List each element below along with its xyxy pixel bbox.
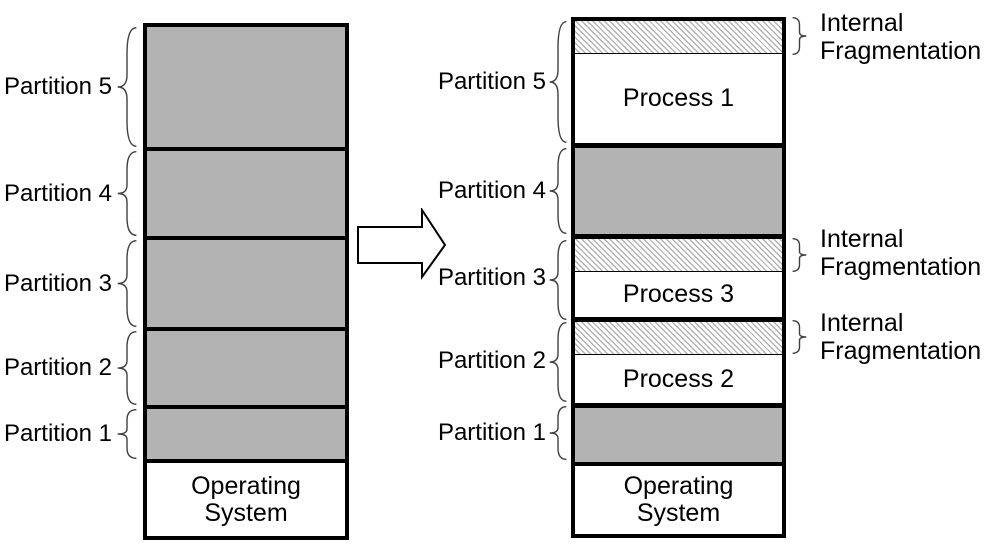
curly-brace-icon	[117, 240, 137, 327]
block-arrow-right-icon	[357, 208, 447, 280]
curly-brace-icon	[549, 406, 567, 460]
os-label: Operating System	[623, 472, 734, 527]
internal-fragmentation-label-3: Internal Fragmentation	[820, 309, 982, 365]
curly-brace-icon	[792, 238, 807, 272]
partition-4-region-after	[575, 143, 782, 234]
partition-3-fragmentation-hatch	[575, 234, 782, 272]
partition-1-region-after	[575, 403, 782, 462]
process-3-region: Process 3	[575, 272, 782, 317]
process-2-label: Process 2	[622, 364, 735, 393]
os-region-after: Operating System	[575, 462, 782, 534]
os-region-before: Operating System	[147, 459, 345, 536]
os-label: Operating System	[191, 471, 301, 527]
process-3-label: Process 3	[622, 280, 735, 308]
curly-brace-icon	[117, 151, 137, 236]
right-partition-3-label: Partition 3	[437, 264, 546, 291]
curly-brace-icon	[117, 331, 137, 405]
curly-brace-icon	[549, 322, 567, 402]
curly-brace-icon	[117, 27, 137, 147]
process-2-region: Process 2	[575, 355, 782, 403]
partition-2-fragmentation-hatch	[575, 317, 782, 355]
left-partition-1-label: Partition 1	[3, 420, 112, 447]
partition-5-fragmentation-hatch	[575, 21, 782, 54]
left-partition-3-label: Partition 3	[3, 270, 112, 297]
curly-brace-icon	[792, 17, 807, 55]
left-partition-5-label: Partition 5	[3, 73, 112, 100]
partition-4-region-before	[147, 147, 345, 236]
curly-brace-icon	[792, 320, 807, 354]
internal-fragmentation-label-2: Internal Fragmentation	[820, 225, 982, 281]
partition-1-region-before	[147, 405, 345, 459]
internal-fragmentation-label-1: Internal Fragmentation	[820, 9, 982, 65]
curly-brace-icon	[549, 240, 567, 320]
curly-brace-icon	[549, 21, 567, 143]
partition-5-region-before	[147, 27, 345, 147]
process-1-label: Process 1	[622, 84, 735, 112]
curly-brace-icon	[117, 409, 137, 459]
memory-box-after: Process 1 Process 3 Process 2 Operating …	[571, 17, 786, 538]
right-partition-5-label: Partition 5	[437, 68, 546, 95]
process-1-region: Process 1	[575, 54, 782, 143]
partition-3-region-before	[147, 236, 345, 327]
curly-brace-icon	[549, 148, 567, 234]
partition-2-region-before	[147, 327, 345, 405]
right-partition-4-label: Partition 4	[437, 177, 546, 204]
left-partition-4-label: Partition 4	[3, 180, 112, 207]
left-partition-2-label: Partition 2	[3, 354, 112, 381]
right-partition-2-label: Partition 2	[437, 347, 546, 374]
memory-box-before: Operating System	[143, 23, 349, 540]
right-partition-1-label: Partition 1	[437, 419, 546, 446]
